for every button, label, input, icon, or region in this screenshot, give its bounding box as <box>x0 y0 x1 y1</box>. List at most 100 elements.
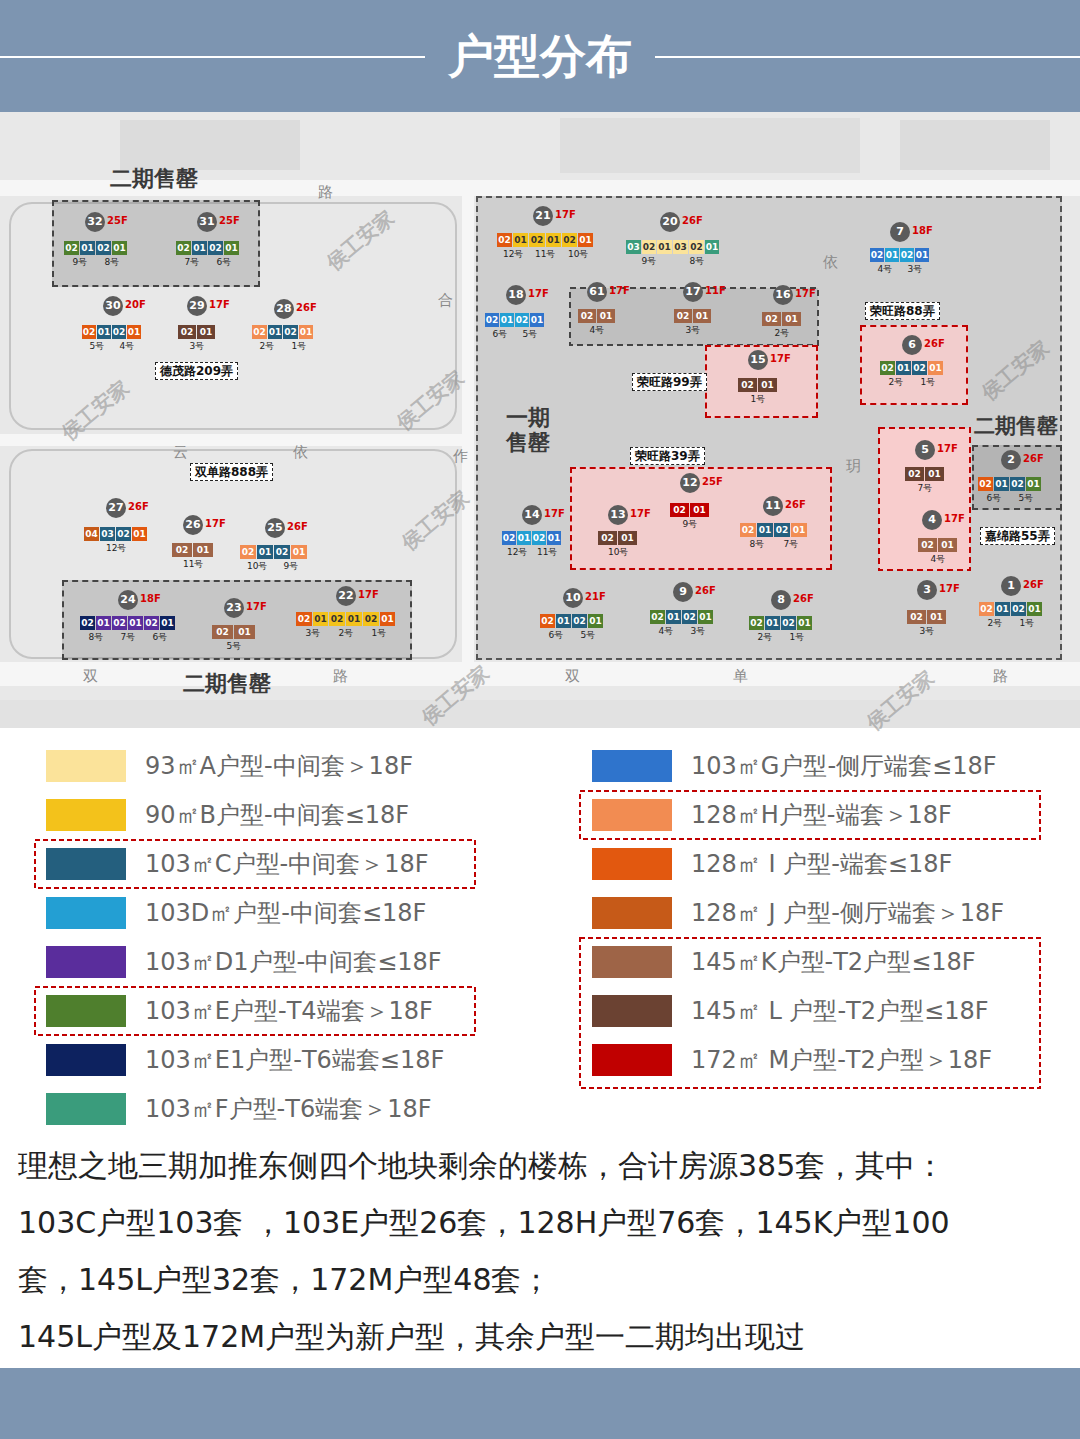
unit-number: 02 <box>178 325 196 339</box>
building-label: 10号 <box>568 249 588 260</box>
watermark: 侯工安家 <box>417 661 492 729</box>
floor-count: 17F <box>358 589 379 601</box>
building-number: 8 <box>771 590 791 610</box>
building-label: 1号 <box>292 341 307 352</box>
legend-text: 103㎡D1户型-中间套≤18F <box>145 946 442 978</box>
header-rule <box>655 56 1080 58</box>
unit-number: 02 <box>738 378 757 392</box>
legend-highlight <box>580 938 1040 1088</box>
unit-number: 01 <box>758 378 777 392</box>
floor-count: 26F <box>793 593 814 605</box>
watermark: 侯工安家 <box>392 366 467 434</box>
phase-label: 二期售罄 <box>110 166 198 192</box>
unit-number: 01 <box>578 233 593 247</box>
building-label: 4号 <box>878 264 893 275</box>
road-name: 路 <box>333 668 348 685</box>
road-name: 路 <box>318 184 333 201</box>
building-label: 7号 <box>918 483 933 494</box>
floor-count: 21F <box>585 591 606 603</box>
floor-count: 17F <box>630 508 651 520</box>
unit-number: 02 <box>208 241 223 255</box>
street-block: 荣旺路99弄1517F0201 <box>705 345 818 418</box>
unit-number: 02 <box>918 538 937 552</box>
unit-cell: 01 <box>657 240 672 254</box>
unit-number: 02 <box>274 545 290 559</box>
unit-number: 01 <box>896 361 911 375</box>
legend-swatch <box>46 799 126 831</box>
unit-number: 01 <box>546 233 561 247</box>
unit-cell: 01 <box>97 325 111 339</box>
building-number: 27 <box>106 498 126 518</box>
building-label: 4号 <box>590 325 605 336</box>
unit-cell: 01 <box>597 309 615 323</box>
unit-number: 01 <box>257 545 273 559</box>
building-label: 12号 <box>106 543 126 554</box>
unit-cell: 01 <box>578 233 593 247</box>
building-label: 6号 <box>493 329 508 340</box>
unit-cell: 02 <box>682 610 697 624</box>
legend-swatch <box>592 799 672 831</box>
unit-cell: 02 <box>650 610 665 624</box>
building-number: 13 <box>608 505 628 525</box>
unit-number: 02 <box>749 616 764 630</box>
building-marker: 718F <box>890 222 910 242</box>
building-label: 4号 <box>931 554 946 565</box>
unit-cell: 02 <box>689 240 704 254</box>
building-label: 5号 <box>523 329 538 340</box>
building-number: 7 <box>890 222 910 242</box>
street-sign-box: 双单路888弄 <box>190 463 273 481</box>
unit-number: 01 <box>995 602 1010 616</box>
legend-text: 172㎡ M户型-T2户型＞18F <box>691 1044 992 1076</box>
legend-text: 103㎡G户型-侧厅端套≤18F <box>691 750 997 782</box>
unit-cell: 01 <box>313 612 328 626</box>
building-label: 12号 <box>503 249 523 260</box>
legend-text: 103㎡E户型-T4端套＞18F <box>145 995 433 1027</box>
unit-cell: 01 <box>192 241 207 255</box>
unit-cell: 01 <box>513 233 528 247</box>
unit-cell: 02 <box>642 240 656 254</box>
floor-count: 26F <box>695 585 716 597</box>
unit-number: 01 <box>192 241 207 255</box>
building-label: 5号 <box>581 630 596 641</box>
unit-number: 02 <box>296 612 312 626</box>
street-block: 荣旺路88弄626F02010201 <box>860 325 968 405</box>
unit-cell: 02 <box>178 325 196 339</box>
unit-number: 01 <box>97 325 111 339</box>
unit-number: 03 <box>673 240 688 254</box>
unit-cell: 02 <box>116 527 131 541</box>
unit-cell: 01 <box>588 614 603 628</box>
unit-number: 02 <box>880 361 895 375</box>
legend-swatch <box>46 1044 126 1076</box>
page-title: 户型分布 <box>0 28 1080 84</box>
floor-count: 26F <box>924 338 945 350</box>
building-marker: 1225F <box>680 473 700 493</box>
floor-count: 26F <box>296 302 317 314</box>
building-number: 5 <box>915 440 935 460</box>
floor-count: 18F <box>912 225 933 237</box>
unit-cell: 01 <box>346 612 362 626</box>
building-number: 23 <box>224 598 244 618</box>
building-number: 11 <box>763 496 783 516</box>
unit-number: 04 <box>84 527 99 541</box>
unit-number: 02 <box>363 612 379 626</box>
building-number: 30 <box>103 296 123 316</box>
legend-swatch <box>46 897 126 929</box>
map-ground <box>0 112 1080 728</box>
unit-number: 02 <box>515 313 529 327</box>
unit-cell: 01 <box>291 545 307 559</box>
building-marker: 1417F <box>522 505 542 525</box>
unit-number: 01 <box>128 616 143 630</box>
caption: 理想之地三期加推东侧四个地块剩余的楼栋，合计房源385套，其中：103C户型10… <box>18 1137 1003 1308</box>
unit-number: 01 <box>96 616 111 630</box>
building-marker: 1617F <box>773 285 793 305</box>
unit-cell: 02 <box>329 612 345 626</box>
floor-count: 25F <box>219 215 240 227</box>
unit-number: 02 <box>774 523 790 537</box>
unit-number: 01 <box>500 313 514 327</box>
legend-highlight <box>35 840 475 888</box>
legend-text: 90㎡B户型-中间套≤18F <box>145 799 409 831</box>
unit-number: 02 <box>212 625 233 639</box>
unit-number: 01 <box>693 309 711 323</box>
unit-cell: 02 <box>1010 477 1025 491</box>
unit-cell: 02 <box>296 612 312 626</box>
